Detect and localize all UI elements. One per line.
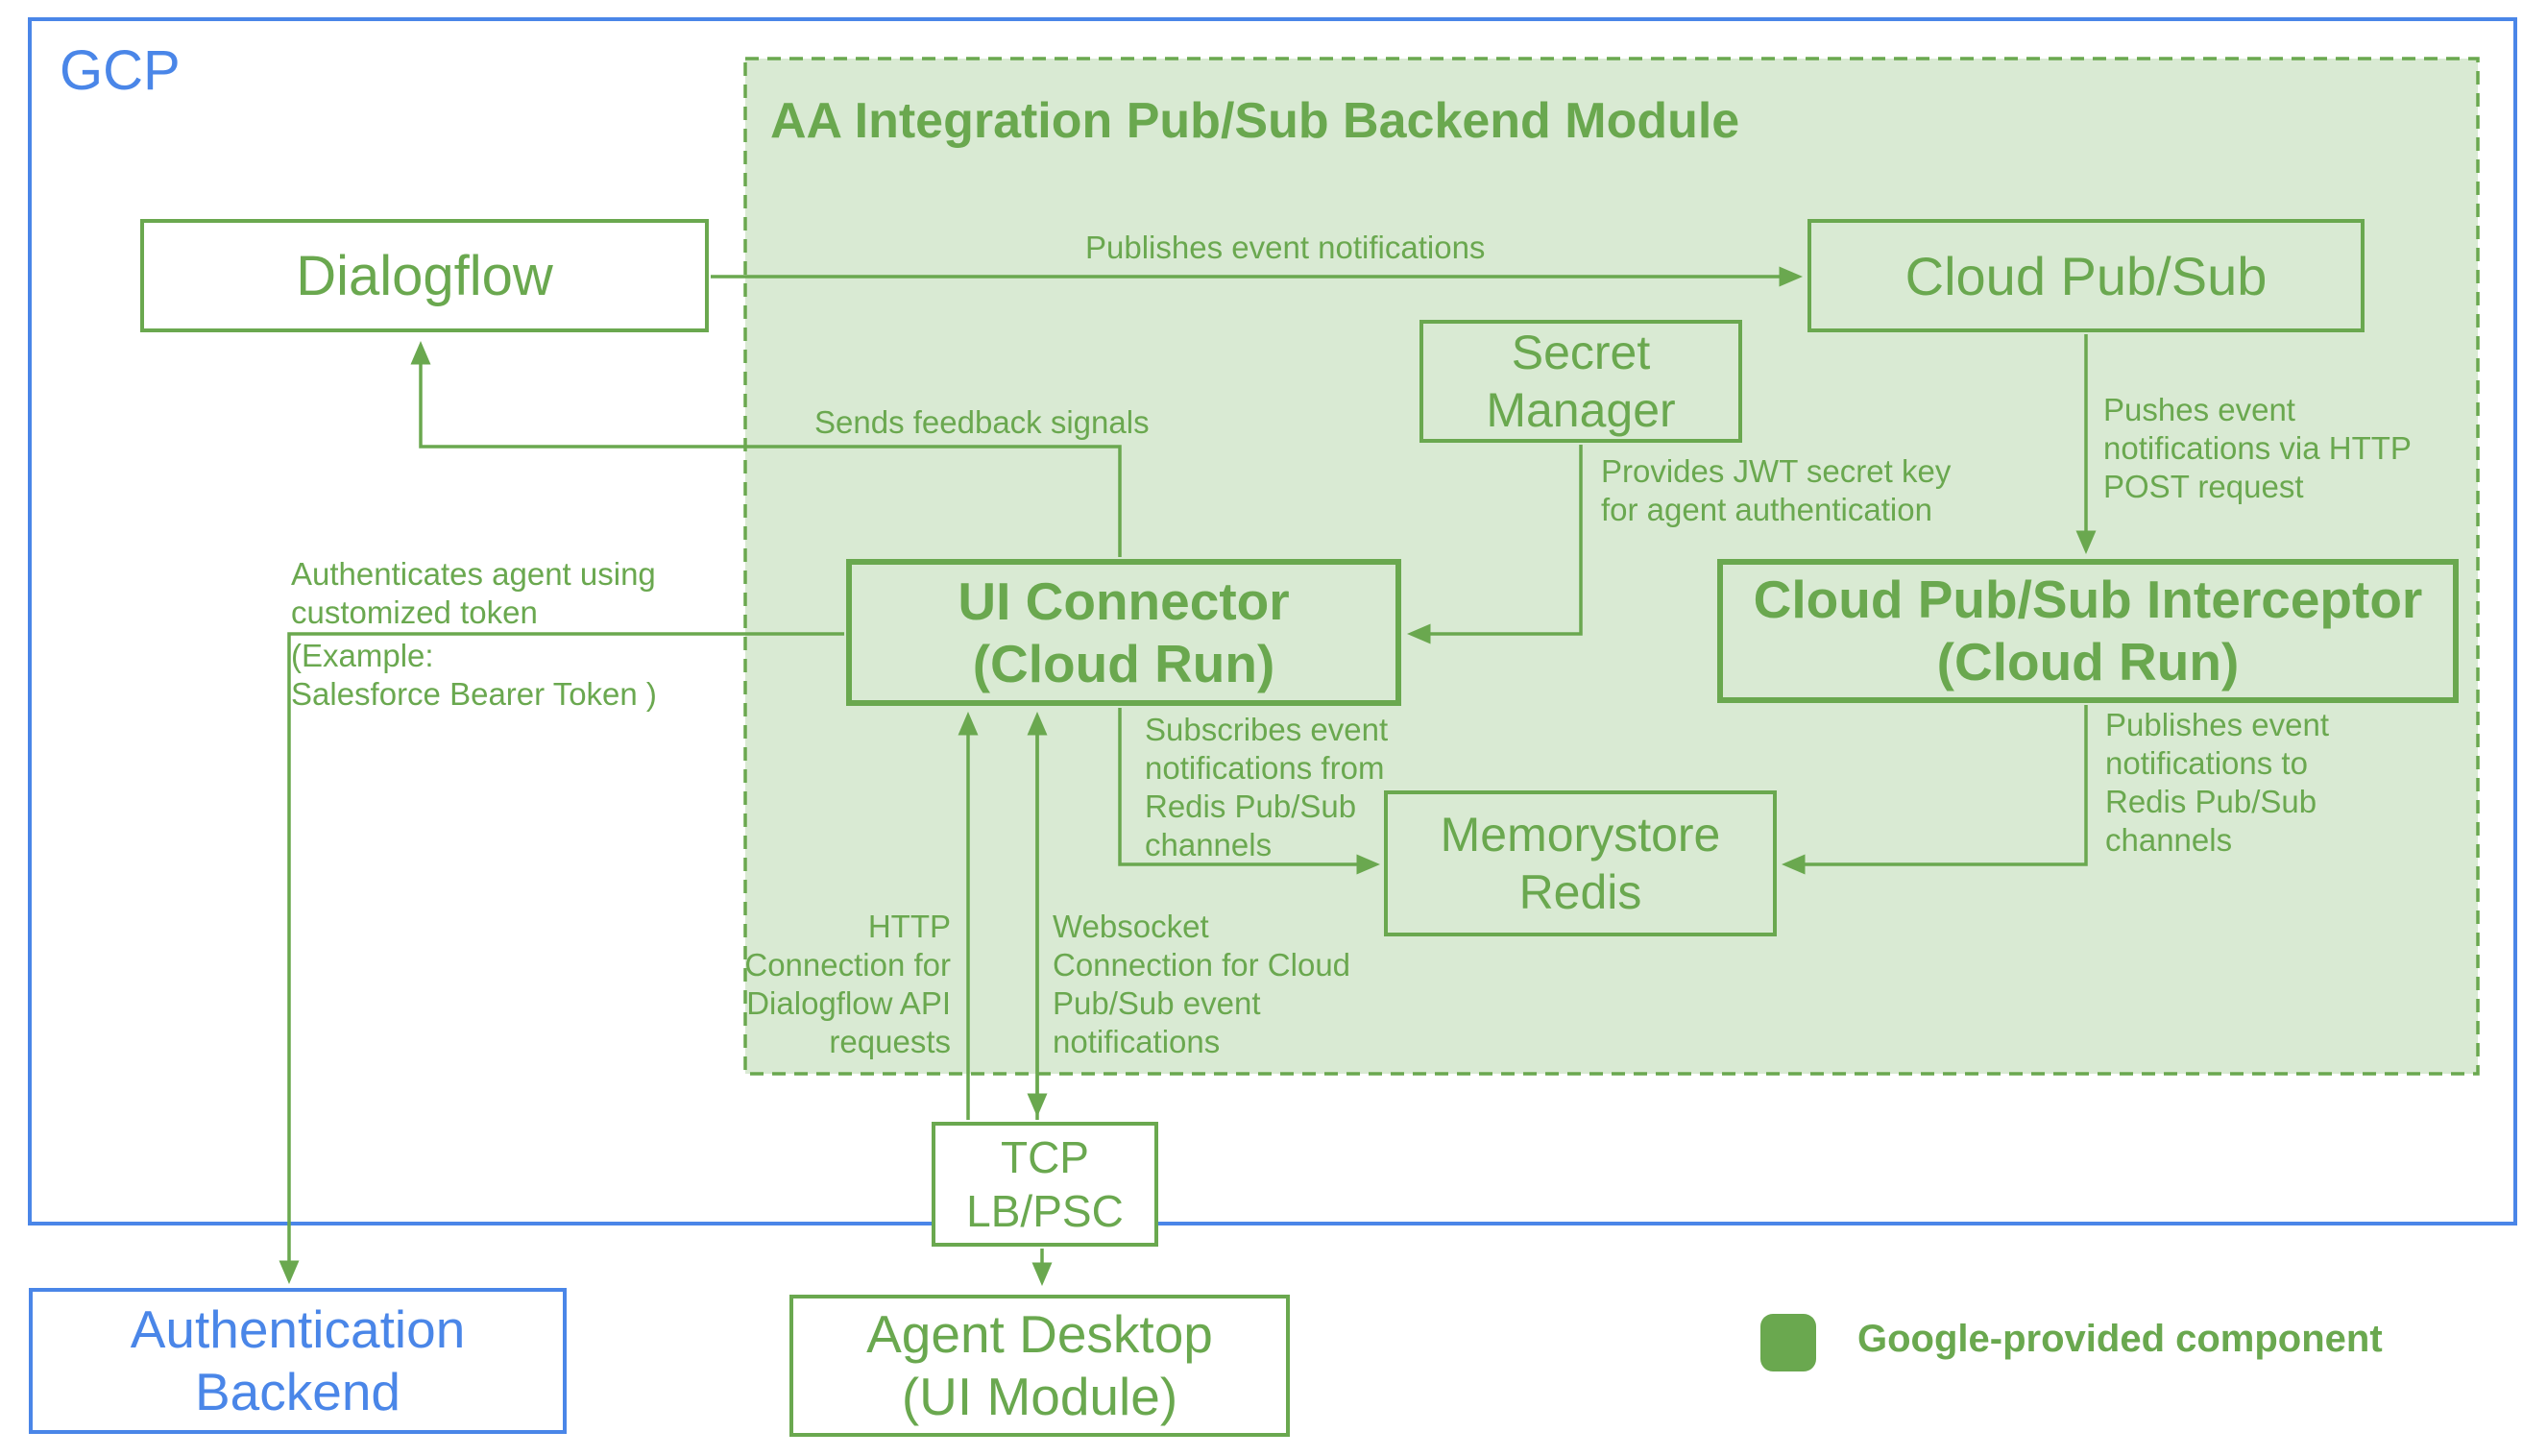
node-tcp-lb-psc: TCP LB/PSC	[932, 1122, 1158, 1247]
node-secret-manager-label: Secret Manager	[1486, 326, 1676, 437]
node-authentication-backend: Authentication Backend	[29, 1288, 567, 1434]
module-title: AA Integration Pub/Sub Backend Module	[770, 93, 1740, 149]
edge-label-http-connection: HTTP Connection for Dialogflow API reque…	[744, 909, 951, 1059]
node-agent-desktop: Agent Desktop (UI Module)	[789, 1295, 1290, 1437]
node-ui-connector: UI Connector (Cloud Run)	[846, 559, 1401, 706]
gcp-boundary	[28, 17, 2517, 1225]
edge-label-pushes-event-notifications: Pushes event notifications via HTTP POST…	[2103, 392, 2412, 504]
edge-label-publishes-to-redis: Publishes event notifications to Redis P…	[2105, 707, 2329, 858]
node-dialogflow-label: Dialogflow	[296, 244, 553, 307]
edge-label-sends-feedback-signals: Sends feedback signals	[814, 404, 1150, 440]
node-agent-desktop-label: Agent Desktop (UI Module)	[866, 1304, 1213, 1426]
node-secret-manager: Secret Manager	[1419, 320, 1742, 443]
node-memorystore-redis-label: Memorystore Redis	[1440, 808, 1721, 919]
node-cloud-pubsub: Cloud Pub/Sub	[1807, 219, 2365, 332]
node-authentication-backend-label: Authentication Backend	[130, 1299, 466, 1421]
edge-label-provides-jwt-secret: Provides JWT secret key for agent authen…	[1601, 453, 1952, 527]
legend-google-provided-swatch	[1760, 1314, 1816, 1371]
edge-label-websocket-connection: Websocket Connection for Cloud Pub/Sub e…	[1053, 909, 1351, 1059]
node-tcp-lb-psc-label: TCP LB/PSC	[966, 1132, 1124, 1236]
node-cloud-pubsub-label: Cloud Pub/Sub	[1904, 245, 2268, 306]
edge-label-subscribes-event-notifications: Subscribes event notifications from Redi…	[1145, 712, 1389, 862]
node-cloud-pubsub-interceptor-label: Cloud Pub/Sub Interceptor (Cloud Run)	[1753, 570, 2423, 692]
node-ui-connector-label: UI Connector (Cloud Run)	[958, 570, 1290, 693]
gcp-label: GCP	[60, 39, 181, 102]
edge-label-publishes-event-notifications: Publishes event notifications	[1085, 230, 1486, 265]
edge-label-authenticates-example: (Example: Salesforce Bearer Token )	[291, 638, 657, 712]
edge-label-authenticates-agent: Authenticates agent using customized tok…	[291, 556, 656, 630]
node-cloud-pubsub-interceptor: Cloud Pub/Sub Interceptor (Cloud Run)	[1717, 559, 2459, 703]
node-memorystore-redis: Memorystore Redis	[1384, 790, 1777, 936]
node-dialogflow: Dialogflow	[140, 219, 709, 332]
legend-google-provided-label: Google-provided component	[1857, 1318, 2383, 1360]
